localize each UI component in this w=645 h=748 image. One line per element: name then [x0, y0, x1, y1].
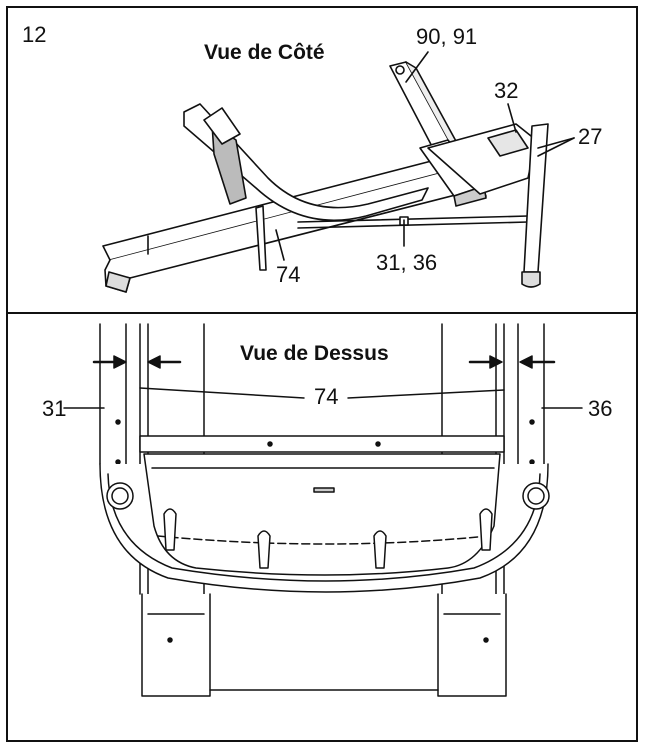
callout-74-side: 74: [276, 262, 301, 287]
callout-90-91: 90, 91: [416, 24, 478, 49]
step-number: 12: [22, 22, 47, 47]
callout-32: 32: [494, 78, 519, 103]
side-view-title: Vue de Côté: [204, 41, 325, 64]
side-view-panel: 12 Vue de Côté 90,: [8, 8, 636, 312]
top-view-title: Vue de Dessus: [240, 342, 389, 365]
callout-31-36: 31, 36: [376, 250, 438, 275]
side-view-drawing: [102, 51, 575, 293]
callout-74-top: 74: [314, 384, 339, 409]
top-view-drawing: [63, 323, 583, 697]
callout-27: 27: [578, 124, 603, 149]
callout-31-top: 31: [42, 396, 67, 421]
instruction-frame: [6, 6, 638, 742]
top-view-panel: Vue de Dessus: [8, 314, 636, 740]
callout-36-top: 36: [588, 396, 613, 421]
panel-divider: [6, 312, 638, 314]
